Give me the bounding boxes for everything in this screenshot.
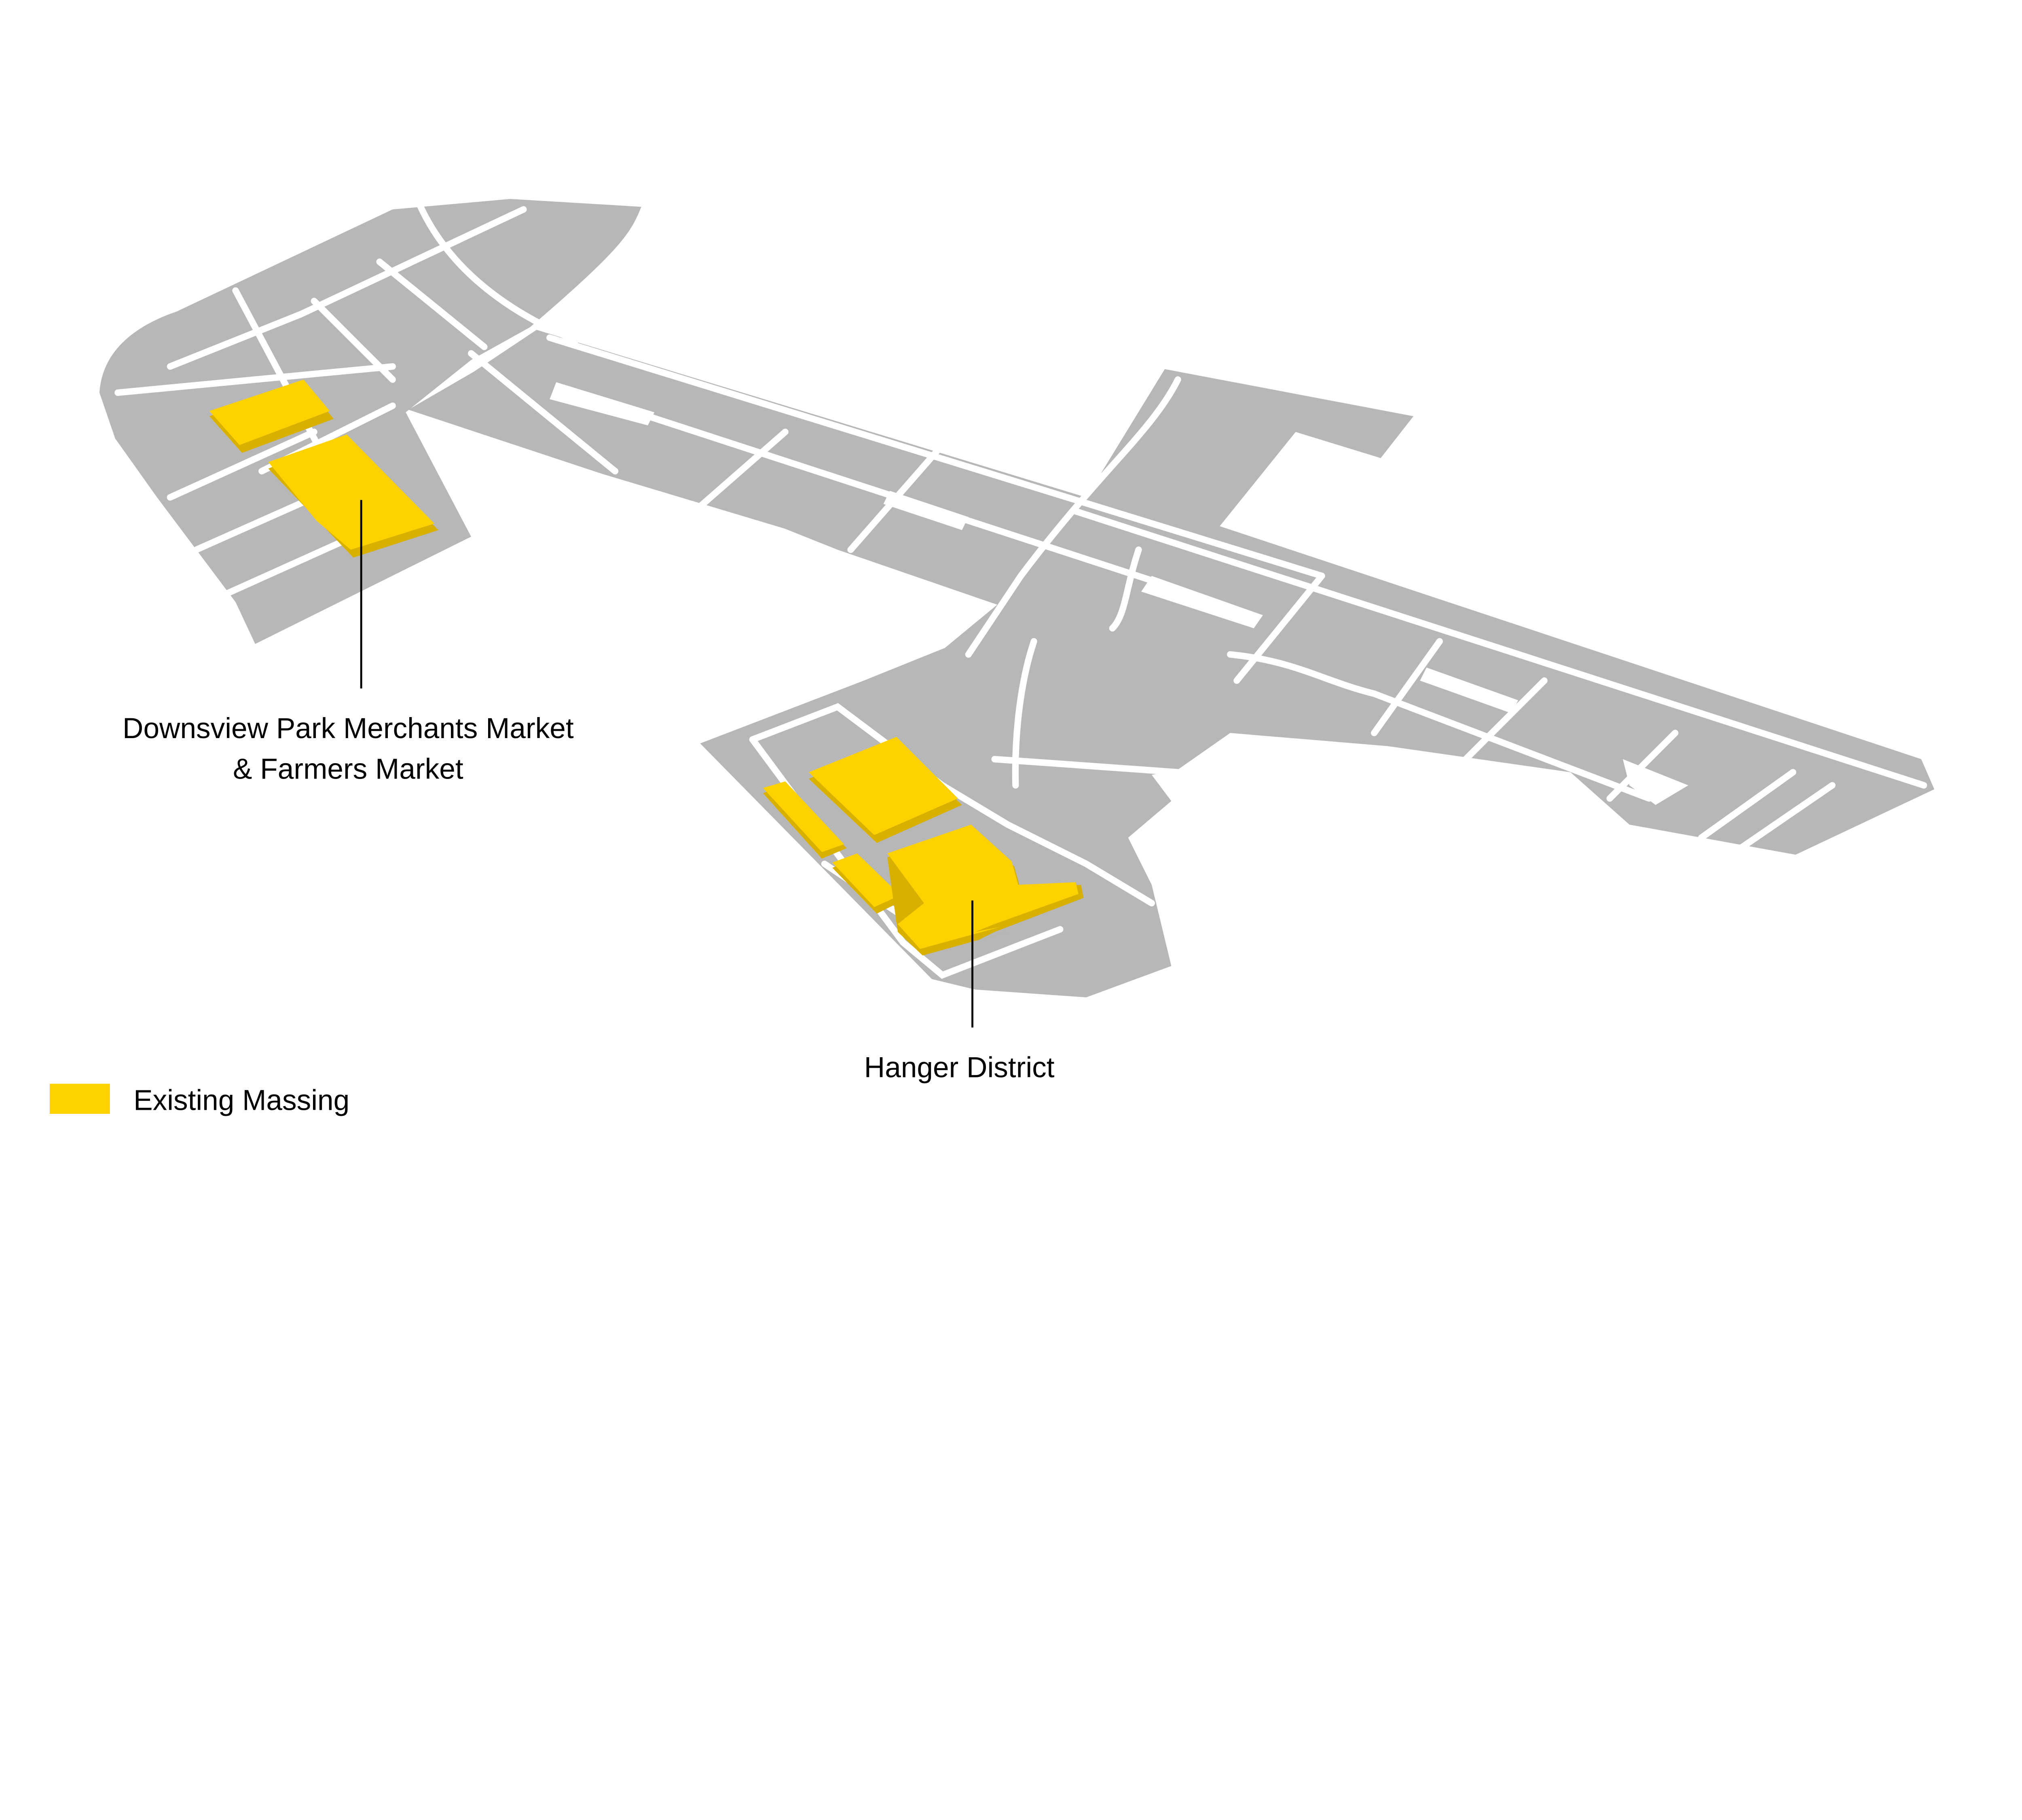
legend-label-existing-massing: Existing Massing xyxy=(133,1084,349,1116)
massing-building xyxy=(268,434,439,558)
legend-swatch-existing-massing xyxy=(49,1084,110,1114)
massing-building xyxy=(209,379,334,453)
central-corridor xyxy=(408,330,1935,998)
massing-building xyxy=(887,824,1084,956)
massing-building xyxy=(809,737,962,843)
massing-building xyxy=(832,853,903,914)
site-massing-diagram: Downsview Park Merchants Market & Farmer… xyxy=(49,199,1935,1116)
merchants-market-label-line2: & Farmers Market xyxy=(233,753,463,785)
massing-building xyxy=(763,781,847,859)
merchants-market-label-line1: Downsview Park Merchants Market xyxy=(123,713,574,745)
courtyards xyxy=(550,382,1688,805)
existing-massing xyxy=(209,379,1084,956)
hanger-district-label: Hanger District xyxy=(864,1052,1055,1084)
